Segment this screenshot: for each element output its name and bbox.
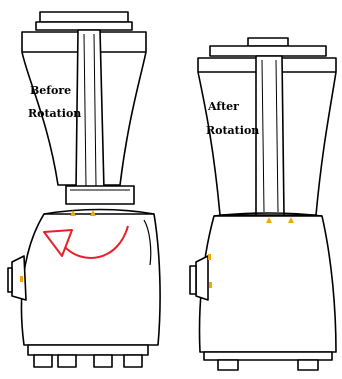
feet-after — [204, 352, 332, 370]
blender-before — [8, 12, 160, 367]
feet-before — [28, 345, 148, 367]
side-knob-after — [196, 256, 208, 300]
base-before — [21, 214, 160, 345]
before-rotation-label-line1: Before — [30, 84, 71, 97]
lid-after — [248, 38, 288, 46]
knob-marker-after-2 — [209, 282, 212, 288]
lid-rim-before — [36, 22, 132, 30]
after-rotation-label-line1: After — [208, 100, 239, 113]
lid-before — [40, 12, 128, 22]
blender-after — [190, 38, 336, 370]
knob-marker-after — [208, 254, 211, 260]
handle-after — [256, 56, 284, 215]
base-after — [200, 216, 336, 352]
triangle-marker-icon — [90, 210, 96, 216]
collar-before — [66, 186, 134, 204]
lid-rim-after — [210, 46, 326, 56]
after-rotation-label-line2: Rotation — [206, 124, 259, 137]
side-knob-before — [12, 256, 26, 300]
before-rotation-label-line2: Rotation — [28, 107, 81, 120]
knob-marker-before — [20, 276, 23, 282]
